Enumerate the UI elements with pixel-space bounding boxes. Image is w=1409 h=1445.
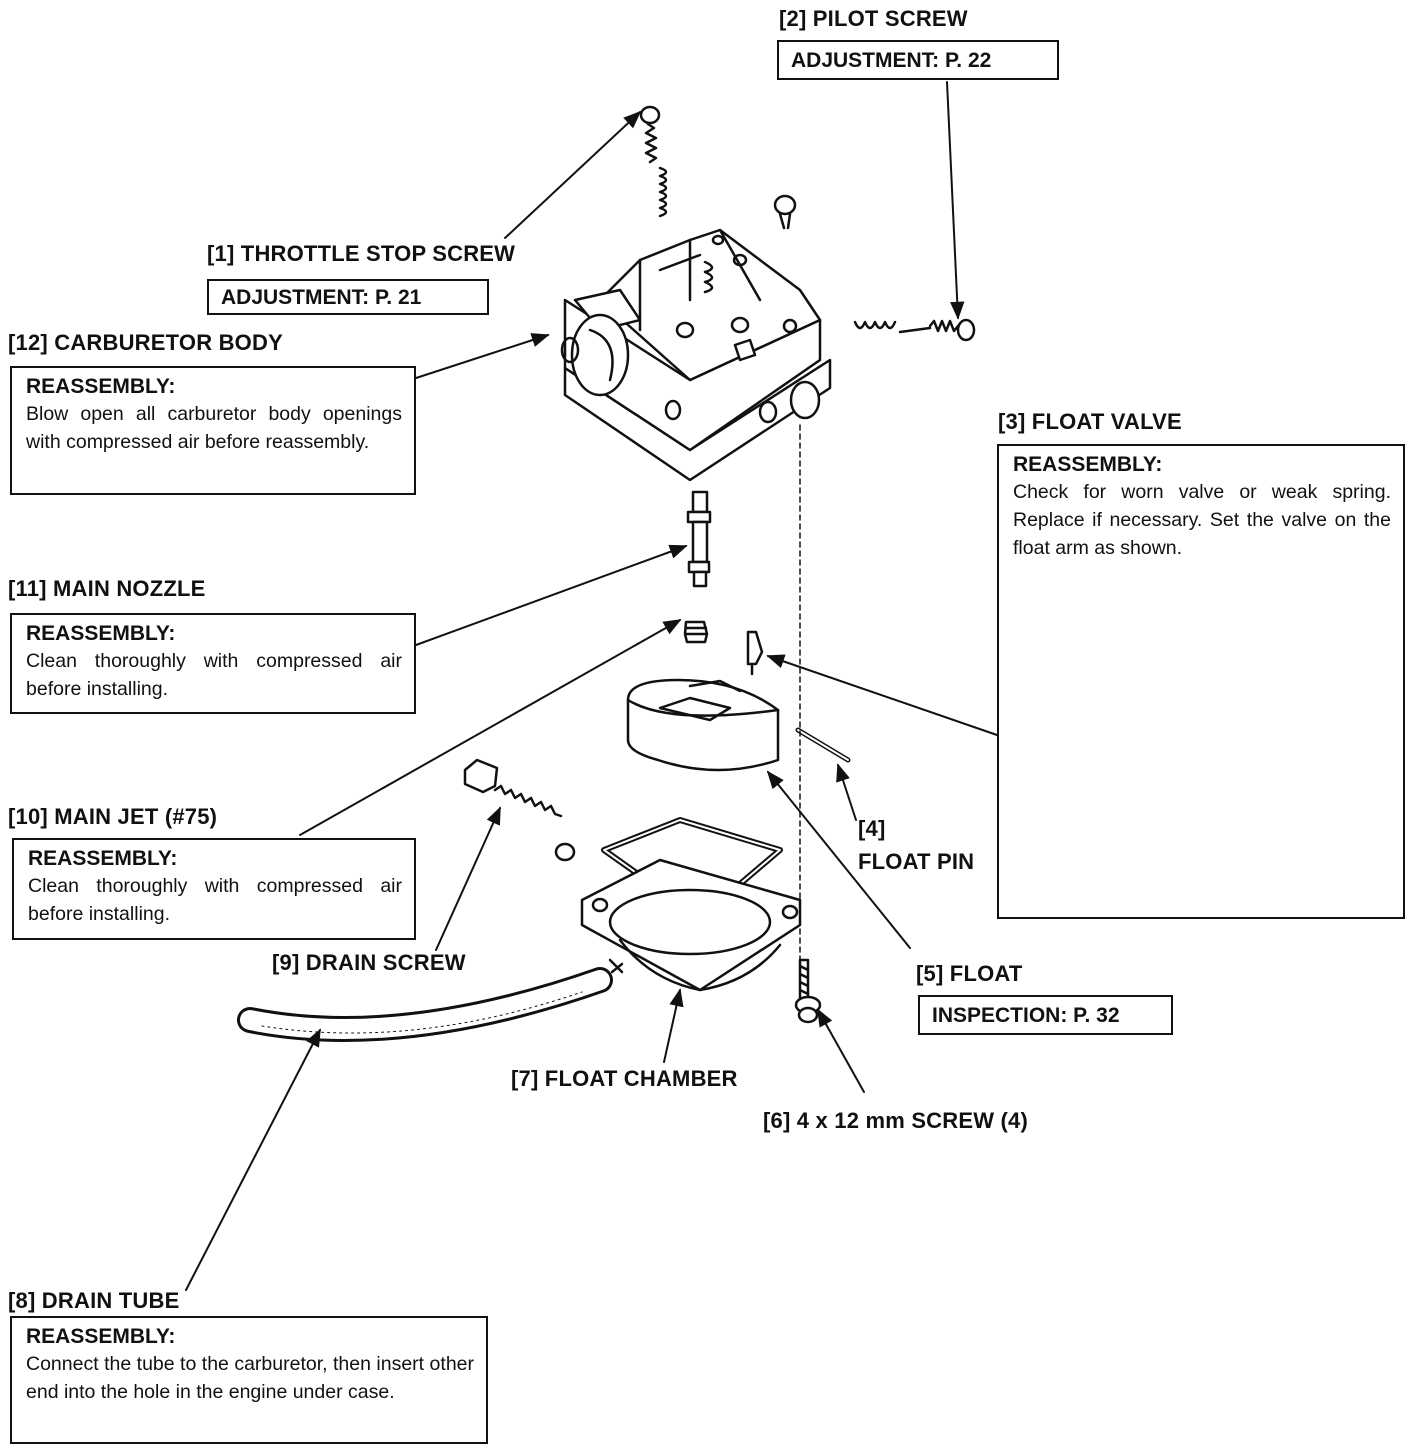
drain-tube-label: [8] DRAIN TUBE [8,1288,180,1313]
main-nozzle-label: [11] MAIN NOZZLE [8,576,206,601]
throttle-stop-screw-label: [1] THROTTLE STOP SCREW [207,241,516,266]
main-nozzle-note-heading: REASSEMBLY: [26,622,176,645]
main-jet-note: REASSEMBLY: Clean thoroughly with compre… [12,838,416,940]
drain-screw-label: [9] DRAIN SCREW [272,950,466,975]
main-jet-drawing [683,620,709,644]
float-valve-note-text: Check for worn valve or weak spring. Rep… [1013,481,1391,559]
drain-tube-note-text: Connect the tube to the carburetor, then… [26,1353,474,1403]
carburetor-body-note-text: Blow open all carburetor body openings w… [26,403,402,453]
screw-4x12-label: [6] 4 x 12 mm SCREW (4) [763,1108,1029,1133]
carburetor-body-note-heading: REASSEMBLY: [26,375,176,398]
body-screw-drawing [773,194,797,230]
float-pin-drawing [795,727,851,763]
throttle-stop-screw-drawing [639,105,668,218]
pilot-screw-label: [2] PILOT SCREW [779,6,968,31]
pilot-screw-drawing [853,318,976,342]
float-valve-note-heading: REASSEMBLY: [1013,453,1163,476]
drain-screw-drawing [463,758,576,862]
float-chamber-drawing [580,858,802,992]
float-valve-drawing [746,630,764,676]
throttle-stop-screw-adjustment-ref: ADJUSTMENT: P. 21 [207,279,489,315]
pilot-screw-adjustment-ref: ADJUSTMENT: P. 22 [777,40,1059,80]
main-jet-label: [10] MAIN JET (#75) [8,804,218,829]
float-pin-number: [4] [858,816,886,841]
float-inspection-ref: INSPECTION: P. 32 [918,995,1173,1035]
float-valve-note: REASSEMBLY: Check for worn valve or weak… [997,444,1405,919]
carburetor-body-label: [12] CARBURETOR BODY [8,330,283,355]
drain-tube-note-heading: REASSEMBLY: [26,1325,176,1348]
main-nozzle-drawing [686,490,712,588]
carburetor-body-note: REASSEMBLY: Blow open all carburetor bod… [10,366,416,495]
main-jet-note-heading: REASSEMBLY: [28,847,178,870]
carburetor-body-drawing [560,228,832,482]
drain-tube-note: REASSEMBLY: Connect the tube to the carb… [10,1316,488,1444]
float-drawing [626,678,780,772]
main-jet-note-text: Clean thoroughly with compressed air bef… [28,875,402,925]
main-nozzle-note: REASSEMBLY: Clean thoroughly with compre… [10,613,416,714]
float-label: [5] FLOAT [916,961,1023,986]
chamber-screw-drawing [794,958,822,1024]
float-valve-label: [3] FLOAT VALVE [998,409,1182,434]
drain-tube-drawing [237,967,613,1042]
main-nozzle-note-text: Clean thoroughly with compressed air bef… [26,650,402,700]
float-chamber-label: [7] FLOAT CHAMBER [511,1066,738,1091]
float-pin-label: FLOAT PIN [858,849,975,874]
